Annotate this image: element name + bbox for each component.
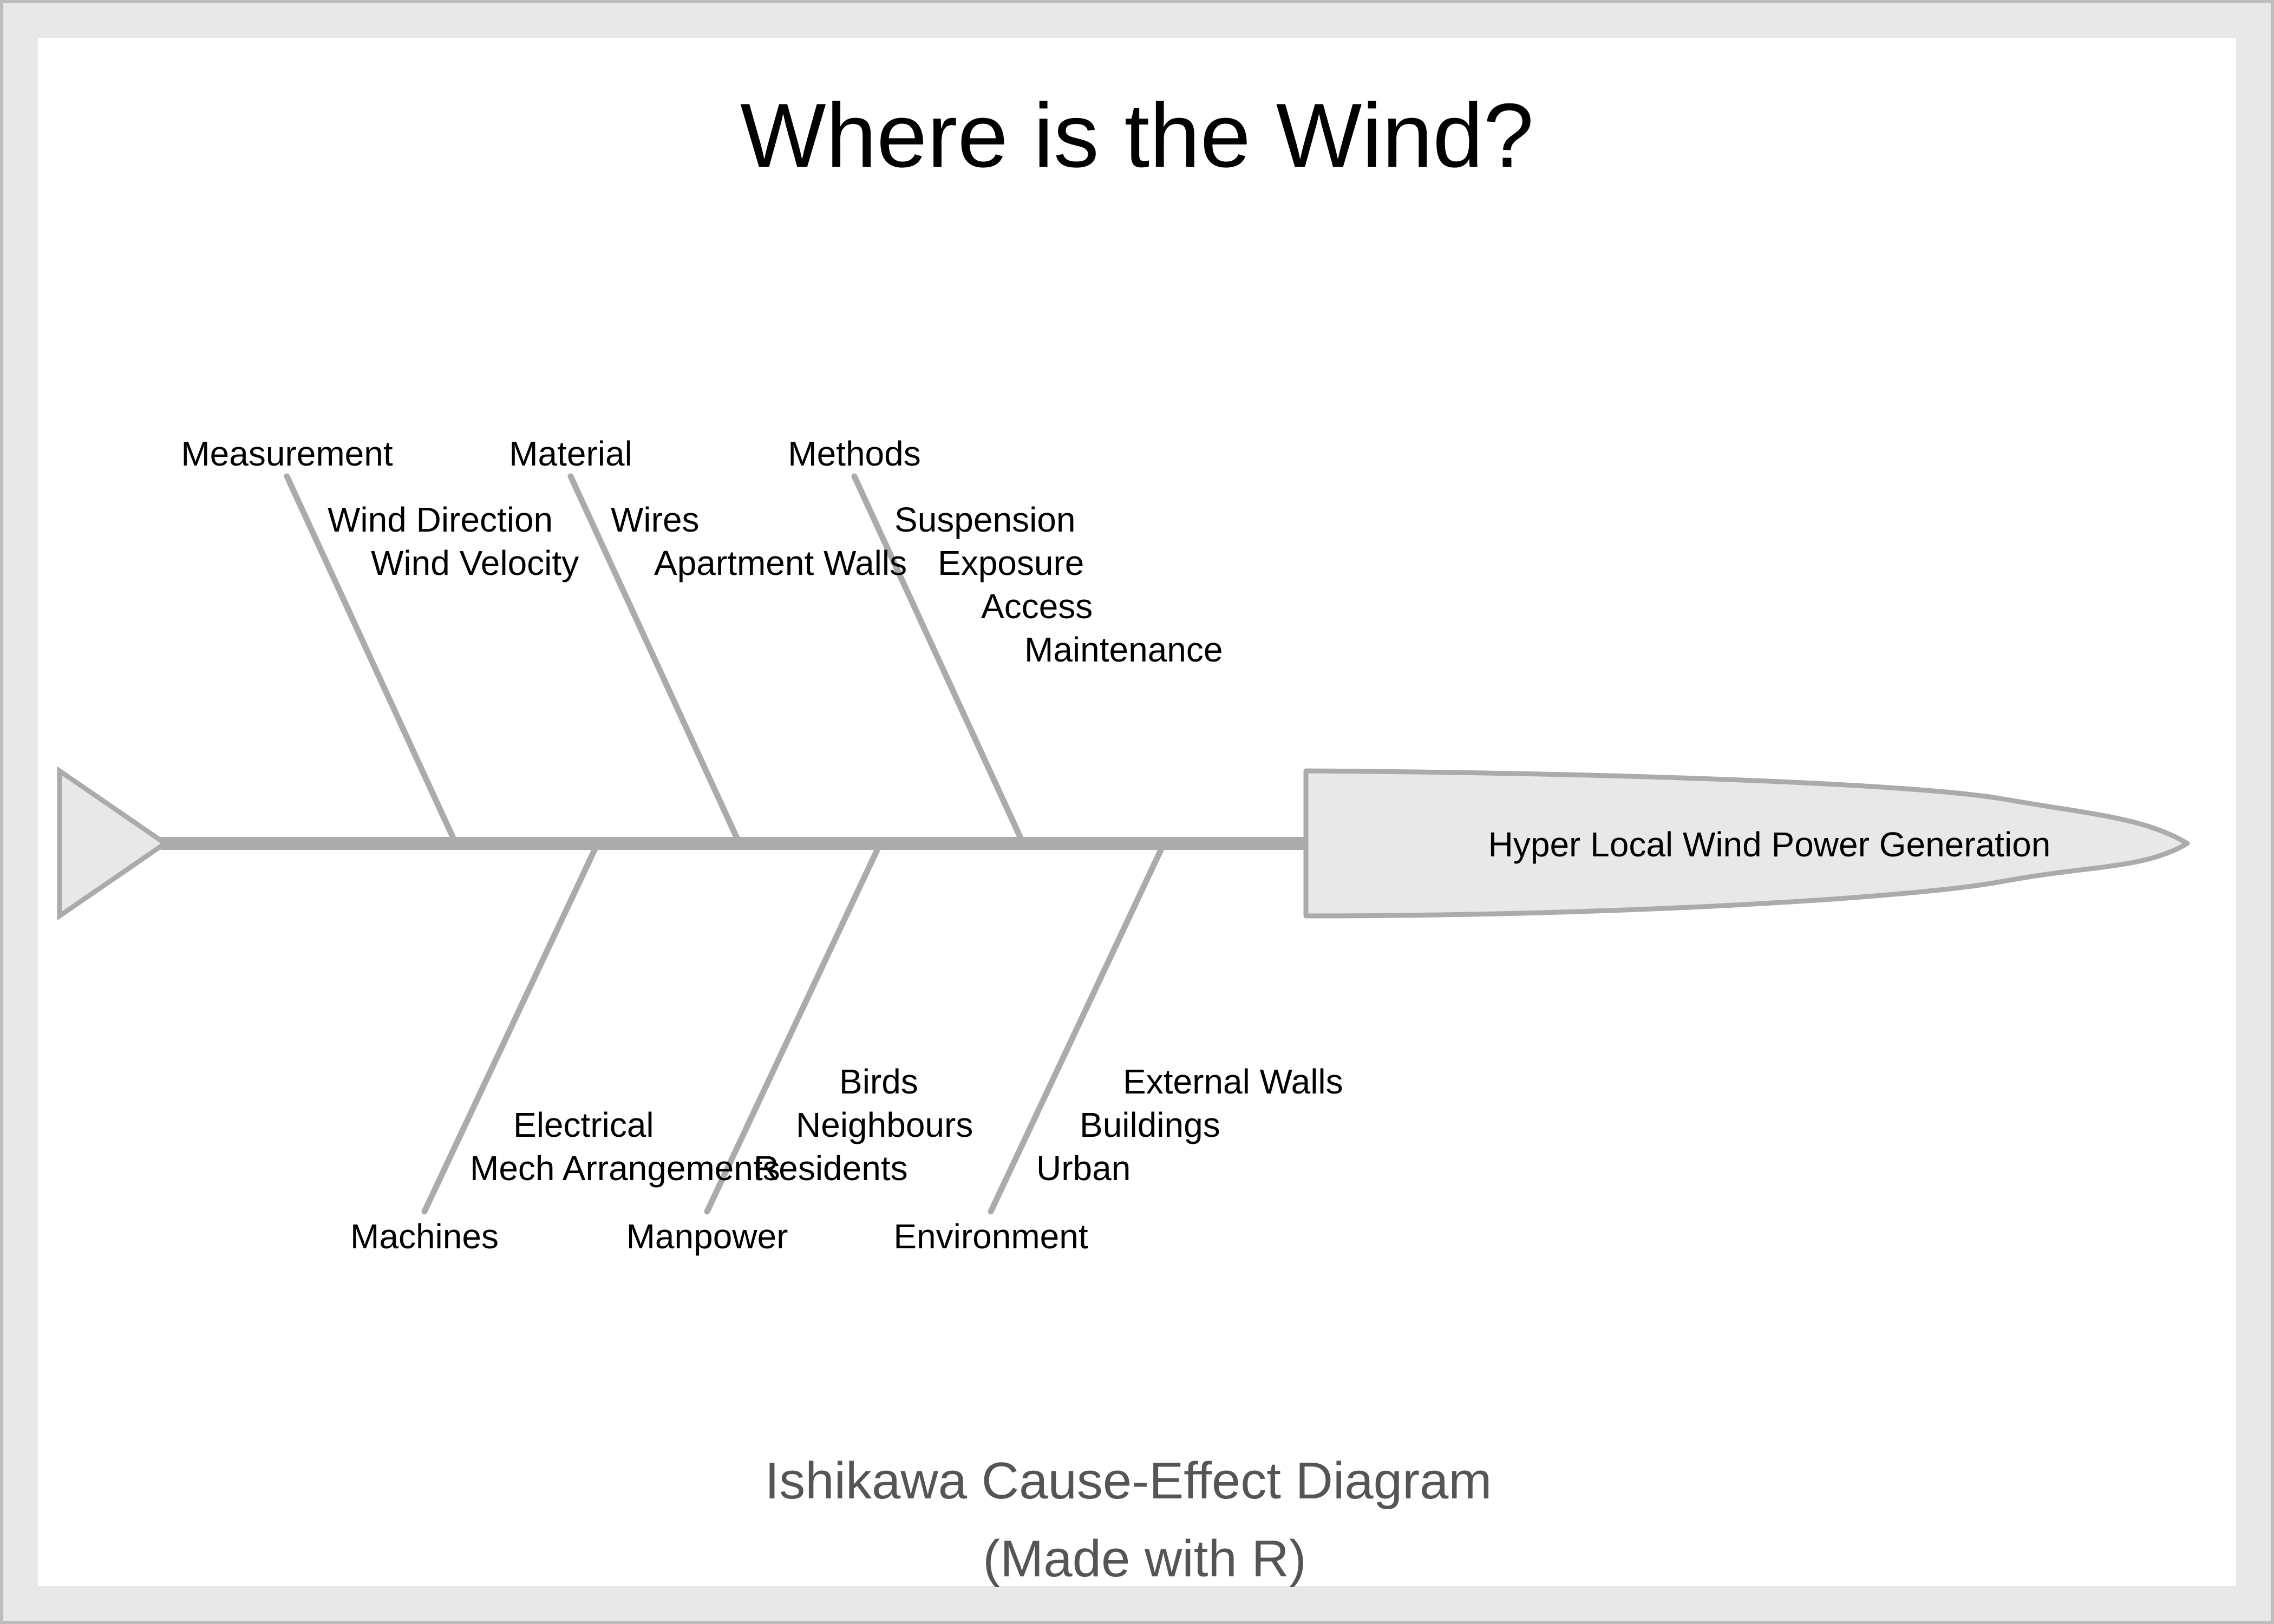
cause-label-measurement: Wind Velocity — [371, 543, 579, 582]
fish-head — [1303, 768, 2190, 919]
cause-label-environment: Urban — [1036, 1149, 1131, 1188]
category-label-material: Material — [509, 434, 632, 473]
cause-label-manpower: Neighbours — [796, 1105, 973, 1144]
cause-label-methods: Suspension — [894, 500, 1075, 539]
cause-label-measurement: Wind Direction — [328, 500, 553, 539]
cause-label-methods: Maintenance — [1024, 630, 1223, 669]
bone-environment — [988, 844, 1165, 1215]
bone-manpower — [704, 844, 881, 1215]
cause-label-machines: Mech Arrangements — [470, 1149, 780, 1188]
bone-measurement — [284, 473, 457, 842]
category-label-machines: Machines — [350, 1217, 499, 1256]
cause-label-methods: Access — [981, 587, 1093, 626]
bone-machines — [421, 844, 599, 1215]
footer-line-1: Ishikawa Cause-Effect Diagram — [765, 1452, 1492, 1510]
effect-label: Hyper Local Wind Power Generation — [1488, 825, 2051, 864]
diagram-title: Where is the Wind? — [740, 84, 1534, 186]
fish-tail — [57, 766, 169, 921]
cause-label-methods: Exposure — [938, 543, 1084, 582]
category-label-measurement: Measurement — [181, 434, 393, 473]
bones-group — [284, 473, 1165, 1215]
cause-label-environment: Buildings — [1080, 1105, 1220, 1144]
bone-material — [567, 473, 741, 842]
category-label-manpower: Manpower — [626, 1217, 788, 1256]
bone-methods — [851, 473, 1024, 842]
cause-label-manpower: Residents — [754, 1149, 908, 1188]
cause-label-machines: Electrical — [513, 1105, 654, 1144]
cause-label-manpower: Birds — [839, 1062, 918, 1101]
footer-line-2: (Made with R) — [983, 1530, 1306, 1588]
category-label-methods: Methods — [788, 434, 920, 473]
cause-label-environment: External Walls — [1123, 1062, 1343, 1101]
cause-label-material: Wires — [611, 500, 700, 539]
cause-label-material: Apartment Walls — [654, 543, 907, 582]
category-label-environment: Environment — [893, 1217, 1088, 1256]
